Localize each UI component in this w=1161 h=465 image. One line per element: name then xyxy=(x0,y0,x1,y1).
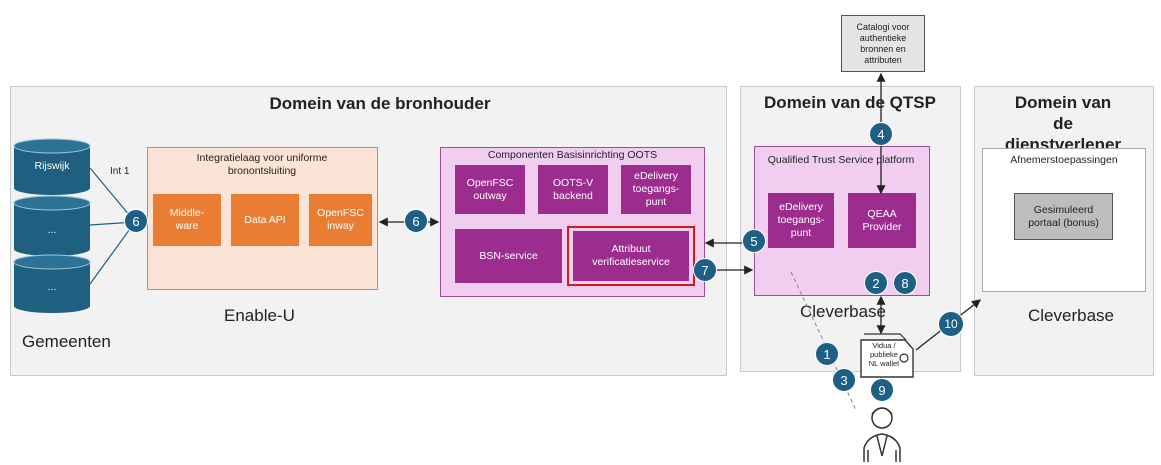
step-badge-3: 3 xyxy=(832,368,856,392)
integratielaag-title: Integratielaag voor uniforme bronontslui… xyxy=(196,152,328,177)
step-badge-8: 8 xyxy=(893,271,917,295)
database-label-3: ... xyxy=(47,281,57,293)
database-label-rijswijk: Rijswijk xyxy=(34,160,70,172)
step-badge-2: 2 xyxy=(864,271,888,295)
openfsc-outway-box: OpenFSC outway xyxy=(455,165,525,214)
afnemer-cleverbase-caption: Cleverbase xyxy=(1028,306,1114,325)
database-label-2: ... xyxy=(47,224,57,236)
step-badge-10: 10 xyxy=(938,311,964,337)
step-badge-7: 7 xyxy=(693,258,717,282)
afnemer-panel xyxy=(982,148,1146,292)
wallet-label: Vidua / publieke NL wallet xyxy=(868,341,900,368)
enable-u-caption: Enable-U xyxy=(224,306,295,325)
data-api-box: Data API xyxy=(231,194,299,246)
database-3 xyxy=(13,254,91,313)
step-badge-6-left: 6 xyxy=(124,209,148,233)
middleware-box: Middle-ware xyxy=(153,194,221,246)
user-icon xyxy=(863,407,901,462)
gemeenten-label: Gemeenten xyxy=(22,332,111,351)
step-badge-1: 1 xyxy=(815,342,839,366)
qtsp-cleverbase-caption: Cleverbase xyxy=(800,302,886,321)
catalogi-box: Catalogi voor authentieke bronnen en att… xyxy=(841,15,925,72)
step-badge-6-middle: 6 xyxy=(404,209,428,233)
domain-bronhouder-title: Domein van de bronhouder xyxy=(269,94,491,113)
openfsc-inway-box: OpenFSC inway xyxy=(309,194,372,246)
wallet-icon xyxy=(860,333,914,378)
qtsp-edelivery-box: eDelivery toegangs-punt xyxy=(768,193,834,248)
domain-qtsp-title: Domein van de QTSP xyxy=(764,93,936,112)
attribuut-highlight-frame xyxy=(567,226,695,286)
qeaa-provider-box: QEAA Provider xyxy=(848,193,916,248)
edelivery-toegangspunt-box: eDelivery toegangs-punt xyxy=(621,165,691,214)
step-badge-4: 4 xyxy=(869,122,893,146)
step-badge-5: 5 xyxy=(742,229,766,253)
afnemer-title: Afnemerstoepassingen xyxy=(1010,154,1118,166)
gesimuleerd-portaal-box: Gesimuleerd portaal (bonus) xyxy=(1014,193,1113,240)
attribuut-verificatieservice-box: Attribuut verificatieservice xyxy=(573,231,689,281)
bsn-service-box: BSN-service xyxy=(455,229,562,283)
int-label: Int 1 xyxy=(110,166,130,177)
componenten-title: Componenten Basisinrichting OOTS xyxy=(487,149,658,161)
oots-v-backend-box: OOTS-V backend xyxy=(538,165,608,214)
database-2 xyxy=(13,195,91,256)
step-badge-9: 9 xyxy=(870,378,894,402)
database-rijswijk xyxy=(13,138,91,195)
